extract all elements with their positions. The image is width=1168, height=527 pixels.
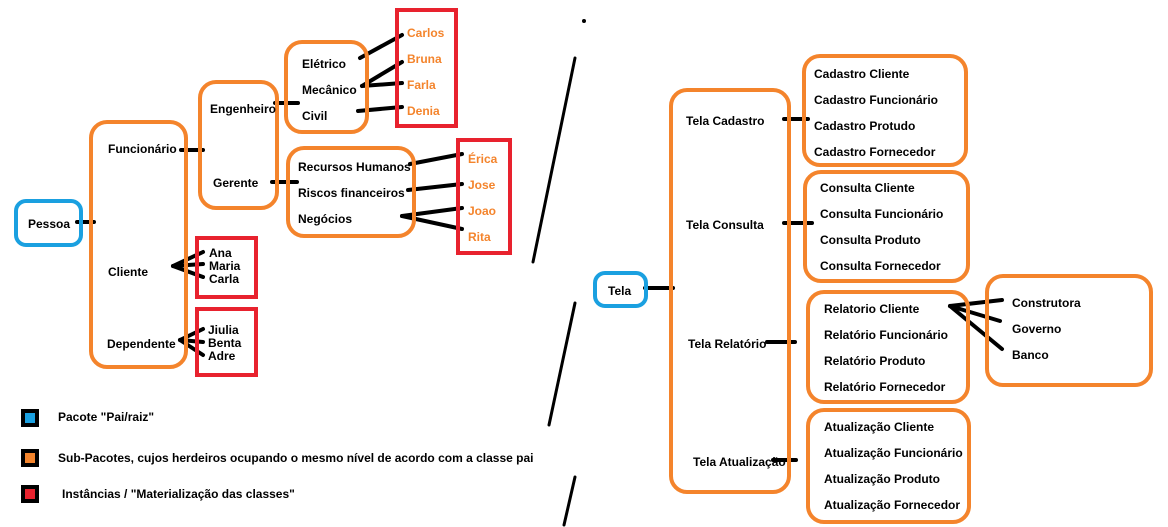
item-banco: Banco [1012,348,1049,362]
item-atualizacao-funcionario: Atualização Funcionário [824,446,963,460]
instance-ana: Ana [209,246,232,260]
instances-dependente[interactable]: Jiulia Benta Adre [195,307,258,377]
root-package-tela[interactable]: Tela [593,271,648,308]
instance-denia: Denia [407,104,440,118]
label-negocios: Negócios [298,212,353,226]
instance-maria: Maria [209,259,241,273]
item-construtora: Construtora [1012,296,1081,310]
item-relatorio-funcionario: Relatório Funcionário [824,328,949,342]
label-funcionario: Funcionário [108,142,177,156]
instance-adre: Adre [208,349,236,363]
label-cliente: Cliente [108,265,149,279]
label-dependente: Dependente [107,337,176,351]
instances-gerente[interactable]: Érica Jose Joao Rita [456,138,512,255]
label-civil: Civil [302,109,328,123]
item-relatorio-fornecedor: Relatório Fornecedor [824,380,946,394]
instance-erica: Érica [468,152,498,166]
connector [948,304,1004,351]
connector [408,152,464,166]
subpackage-engenheiro[interactable]: Elétrico Mecânico Civil [284,40,369,134]
item-atualizacao-fornecedor: Atualização Fornecedor [824,498,961,512]
item-atualizacao-produto: Atualização Produto [824,472,941,486]
item-relatorio-cliente: Relatorio Cliente [824,302,920,316]
item-cadastro-produto: Cadastro Protudo [814,119,916,133]
item-cadastro-cliente: Cadastro Cliente [814,67,910,81]
instance-benta: Benta [208,336,242,350]
instance-jose: Jose [468,178,496,192]
item-consulta-cliente: Consulta Cliente [820,181,915,195]
label-recursos-humanos: Recursos Humanos [298,160,411,174]
legend-label: Instâncias / "Materialização das classes… [62,487,295,501]
subpackage-tela[interactable]: Tela Cadastro Tela Consulta Tela Relatór… [669,88,791,494]
instance-rita: Rita [468,230,491,244]
instances-cliente[interactable]: Ana Maria Carla [195,236,258,299]
label-tela-relatorio: Tela Relatório [688,337,767,351]
connector [178,338,205,357]
root-label: Tela [608,284,632,298]
label-tela-cadastro: Tela Cadastro [686,114,765,128]
item-consulta-fornecedor: Consulta Fornecedor [820,259,941,273]
subpackage-funcionario[interactable]: Engenheiro Gerente [198,80,279,210]
instance-carla: Carla [209,272,240,286]
instance-joao: Joao [468,204,497,218]
item-relatorio-produto: Relatório Produto [824,354,926,368]
divider-line [531,56,577,264]
subpackage-cadastro[interactable]: Cadastro Cliente Cadastro Funcionário Ca… [802,54,968,167]
legend-swatch-red [21,485,39,503]
instance-farla: Farla [407,78,436,92]
label-eletrico: Elétrico [302,57,347,71]
label-tela-consulta: Tela Consulta [686,218,764,232]
root-label: Pessoa [28,217,71,231]
divider-line [547,301,577,427]
item-atualizacao-cliente: Atualização Cliente [824,420,935,434]
item-governo: Governo [1012,322,1062,336]
legend-swatch-blue [21,409,39,427]
connector [178,327,205,342]
item-consulta-funcionario: Consulta Funcionário [820,207,944,221]
subpackage-relatorio[interactable]: Relatorio Cliente Relatório Funcionário … [806,290,970,404]
item-cadastro-funcionario: Cadastro Funcionário [814,93,939,107]
subpackage-gerente[interactable]: Recursos Humanos Riscos financeiros Negó… [286,146,416,238]
label-engenheiro: Engenheiro [210,102,277,116]
label-tela-atualizacao: Tela Atualização [693,455,786,469]
legend-label: Pacote "Pai/raiz" [58,410,155,424]
label-mecanico: Mecânico [302,83,357,97]
connector [948,304,1002,323]
item-consulta-produto: Consulta Produto [820,233,921,247]
connector [406,182,464,192]
legend-label: Sub-Pacotes, cujos herdeiros ocupando o … [58,451,534,465]
root-package-pessoa[interactable]: Pessoa [14,199,83,247]
instance-bruna: Bruna [407,52,442,66]
instance-carlos: Carlos [407,26,445,40]
instance-jiulia: Jiulia [208,323,239,337]
subpackage-atualizacao[interactable]: Atualização Cliente Atualização Funcioná… [806,408,971,524]
instances-engenheiro[interactable]: Carlos Bruna Farla Denia [395,8,458,128]
subpackage-relatorio-cliente[interactable]: Construtora Governo Banco [985,274,1153,387]
legend-swatch-orange [21,449,39,467]
label-riscos-financeiros: Riscos financeiros [298,186,405,200]
divider-dot [582,19,586,23]
item-cadastro-fornecedor: Cadastro Fornecedor [814,145,936,159]
subpackage-pessoa[interactable]: Funcionário Cliente Dependente [89,120,188,369]
label-gerente: Gerente [213,176,259,190]
subpackage-consulta[interactable]: Consulta Cliente Consulta Funcionário Co… [803,170,970,283]
divider-line [562,475,577,527]
